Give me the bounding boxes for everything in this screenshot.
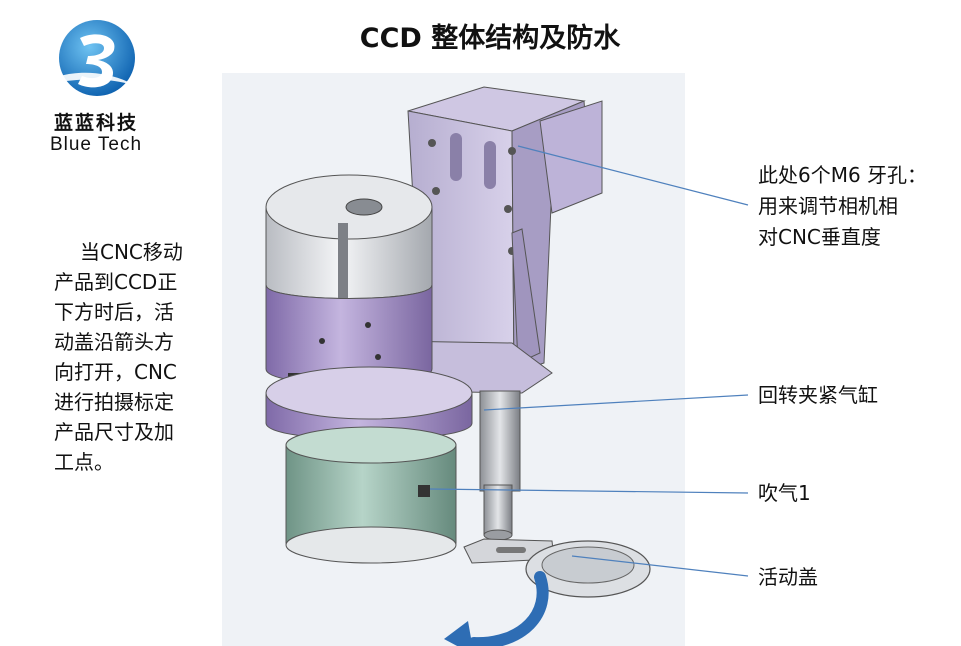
mounting-plate (407, 86, 603, 374)
company-logo: 蓝蓝科技 Blue Tech (40, 16, 160, 156)
callout-line: 此处6个M6 牙孔： (758, 163, 928, 187)
description-line: 向打开，CNC (54, 360, 177, 384)
callout-rotary-clamp: 回转夹紧气缸 (758, 383, 878, 407)
gusset-rib (511, 228, 541, 364)
camera-housing (265, 174, 433, 393)
opening-direction-arrow-icon (468, 571, 549, 646)
callout-line: 对CNC垂直度 (758, 225, 881, 249)
page-title: CCD 整体结构及防水 (359, 23, 621, 54)
description-line: 下方时后，活 (54, 300, 174, 324)
brand-name-english: Blue Tech (49, 134, 143, 155)
description-line: 进行拍摄标定 (54, 390, 174, 414)
arrow-head-icon (444, 621, 473, 646)
movable-cover (463, 538, 651, 598)
callout-air-blow: 吹气1 (758, 481, 811, 505)
callout-movable-cover: 活动盖 (758, 565, 818, 589)
ccd-assembly-drawing (265, 86, 651, 646)
description-line: 当CNC移动 (80, 240, 183, 264)
description-line: 产品尺寸及加 (54, 420, 174, 444)
ccd-assembly-render (222, 73, 685, 646)
flange-disk (265, 366, 473, 440)
description-line: 产品到CCD正 (54, 270, 178, 294)
rotary-clamp-cylinder (479, 390, 521, 541)
blue-tech-logo-icon (59, 20, 136, 96)
callout-m6-holes: 此处6个M6 牙孔： 用来调节相机相 对CNC垂直度 (758, 160, 958, 253)
lower-cylinder (285, 426, 457, 564)
description-text: 当CNC移动 产品到CCD正 下方时后，活 动盖沿箭头方 向打开，CNC 进行拍… (54, 237, 204, 477)
description-line: 工点。 (54, 450, 114, 474)
callout-line: 用来调节相机相 (758, 194, 898, 218)
description-line: 动盖沿箭头方 (54, 330, 174, 354)
brand-name-chinese: 蓝蓝科技 (53, 112, 138, 134)
